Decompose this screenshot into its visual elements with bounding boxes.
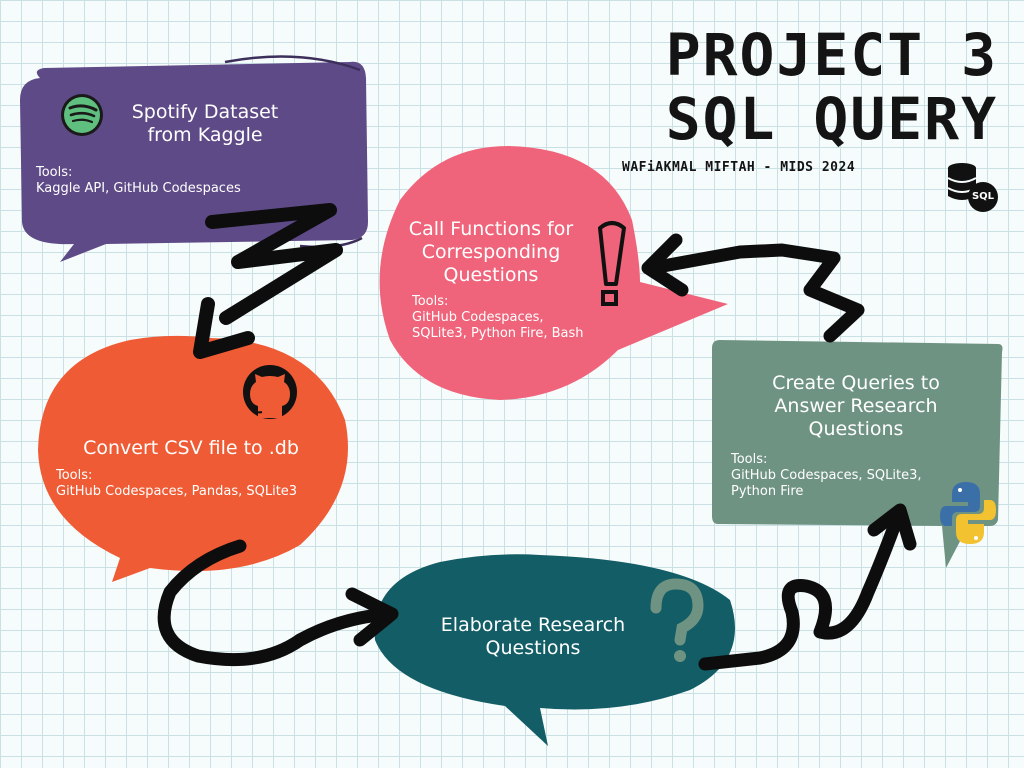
call-tools: Tools: GitHub Codespaces, SQLite3, Pytho… — [412, 294, 584, 342]
spotify-icon — [61, 94, 103, 136]
arrow-convert-to-elaborate — [157, 539, 395, 667]
call-tools-line-1: GitHub Codespaces, — [412, 310, 544, 325]
create-tools-label: Tools: — [731, 452, 768, 467]
call-tools-line-2: SQLite3, Python Fire, Bash — [412, 326, 584, 341]
spotify-title-line-2: from Kaggle — [147, 124, 263, 146]
call-title: Call Functions for Corresponding Questio… — [388, 218, 594, 287]
sql-badge-circle — [968, 182, 998, 212]
spotify-tools: Tools: Kaggle API, GitHub Codespaces — [36, 165, 241, 197]
create-title-line-2: Answer Research — [774, 395, 938, 417]
convert-title: Convert CSV file to .db — [83, 437, 299, 459]
convert-tools: Tools: GitHub Codespaces, Pandas, SQLite… — [56, 468, 297, 500]
arrow-elaborate-to-create — [698, 509, 905, 671]
call-bubble — [379, 146, 728, 400]
exclamation-mark-icon — [598, 221, 626, 306]
sql-badge-label: SQL — [971, 191, 995, 202]
create-title: Create Queries to Answer Research Questi… — [740, 372, 972, 441]
call-tools-label: Tools: — [412, 294, 449, 309]
database-icon — [947, 163, 998, 212]
python-icon — [940, 482, 996, 544]
arrow-create-to-call-head — [641, 233, 689, 297]
call-title-line-2: Corresponding — [421, 241, 561, 263]
arrow-elaborate-to-create-head — [867, 503, 917, 551]
elaborate-title-line-2: Questions — [485, 637, 581, 659]
create-title-line-1: Create Queries to — [772, 372, 940, 394]
convert-tools-label: Tools: — [56, 468, 93, 483]
spotify-title: Spotify Dataset from Kaggle — [110, 101, 300, 147]
spotify-title-line-1: Spotify Dataset — [131, 101, 279, 123]
spotify-bubble — [20, 55, 368, 262]
create-bubble — [712, 340, 1003, 568]
elaborate-bubble — [374, 554, 735, 746]
elaborate-title: Elaborate Research Questions — [418, 614, 648, 660]
spotify-tools-label: Tools: — [36, 165, 73, 180]
arrow-convert-to-elaborate-head — [345, 587, 399, 647]
elaborate-title-line-1: Elaborate Research — [440, 614, 626, 636]
create-tools-line-2: Python Fire — [731, 484, 804, 499]
call-title-line-1: Call Functions for — [408, 218, 574, 240]
question-mark-icon — [650, 578, 704, 662]
spotify-tools-list: Kaggle API, GitHub Codespaces — [36, 181, 241, 196]
github-icon — [243, 365, 297, 419]
title-line-2: SQL QUERY — [665, 85, 998, 153]
create-tools: Tools: GitHub Codespaces, SQLite3, Pytho… — [731, 452, 921, 500]
create-tools-line-1: GitHub Codespaces, SQLite3, — [731, 468, 922, 483]
title-line-1: PROJECT 3 — [665, 21, 998, 89]
arrow-spotify-to-convert-head — [193, 297, 255, 359]
author-byline: WAFiAKMAL MIFTAH - MIDS 2024 — [622, 160, 856, 175]
call-title-line-3: Questions — [443, 264, 539, 286]
arrow-create-to-call — [645, 243, 865, 343]
create-title-line-3: Questions — [808, 418, 904, 440]
convert-tools-list: GitHub Codespaces, Pandas, SQLite3 — [56, 484, 298, 499]
arrow-spotify-to-convert — [205, 203, 343, 325]
